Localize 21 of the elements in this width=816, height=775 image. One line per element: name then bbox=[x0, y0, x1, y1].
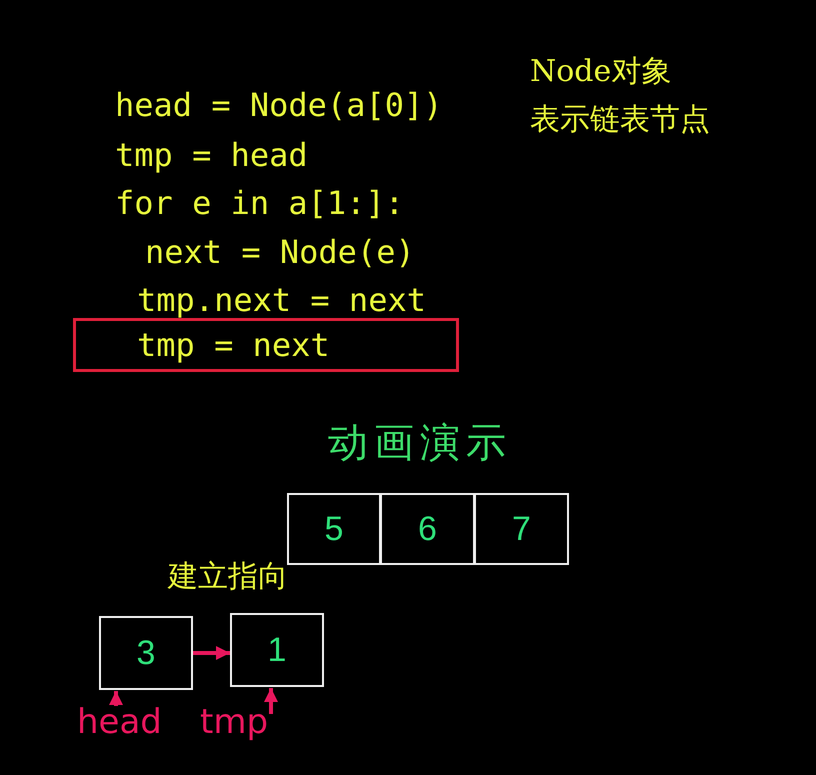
animation-title: 动画演示 bbox=[328, 423, 512, 463]
list-node-box: 5 bbox=[287, 493, 381, 565]
code-line: tmp.next = next bbox=[137, 280, 426, 320]
code-line: tmp = head bbox=[115, 135, 308, 175]
arrow bbox=[109, 691, 123, 706]
code-line: tmp = next bbox=[137, 325, 330, 365]
code-line: for e in a[1:]: bbox=[115, 183, 404, 223]
arrow bbox=[193, 646, 230, 660]
list-node-box: 3 bbox=[99, 616, 193, 690]
code-line: next = Node(e) bbox=[145, 232, 415, 272]
list-node-box: 6 bbox=[380, 493, 475, 565]
note-text: Node对象 bbox=[530, 53, 672, 91]
list-node-box: 1 bbox=[230, 613, 324, 687]
list-node-box: 7 bbox=[474, 493, 569, 565]
pointer-label: tmp bbox=[200, 702, 268, 742]
highlight-box bbox=[73, 318, 459, 372]
note-text: 建立指向 bbox=[168, 558, 288, 596]
note-text: 表示链表节点 bbox=[530, 101, 710, 139]
pointer-label: head bbox=[77, 702, 162, 742]
code-line: head = Node(a[0]) bbox=[115, 85, 443, 125]
arrow bbox=[264, 688, 278, 714]
